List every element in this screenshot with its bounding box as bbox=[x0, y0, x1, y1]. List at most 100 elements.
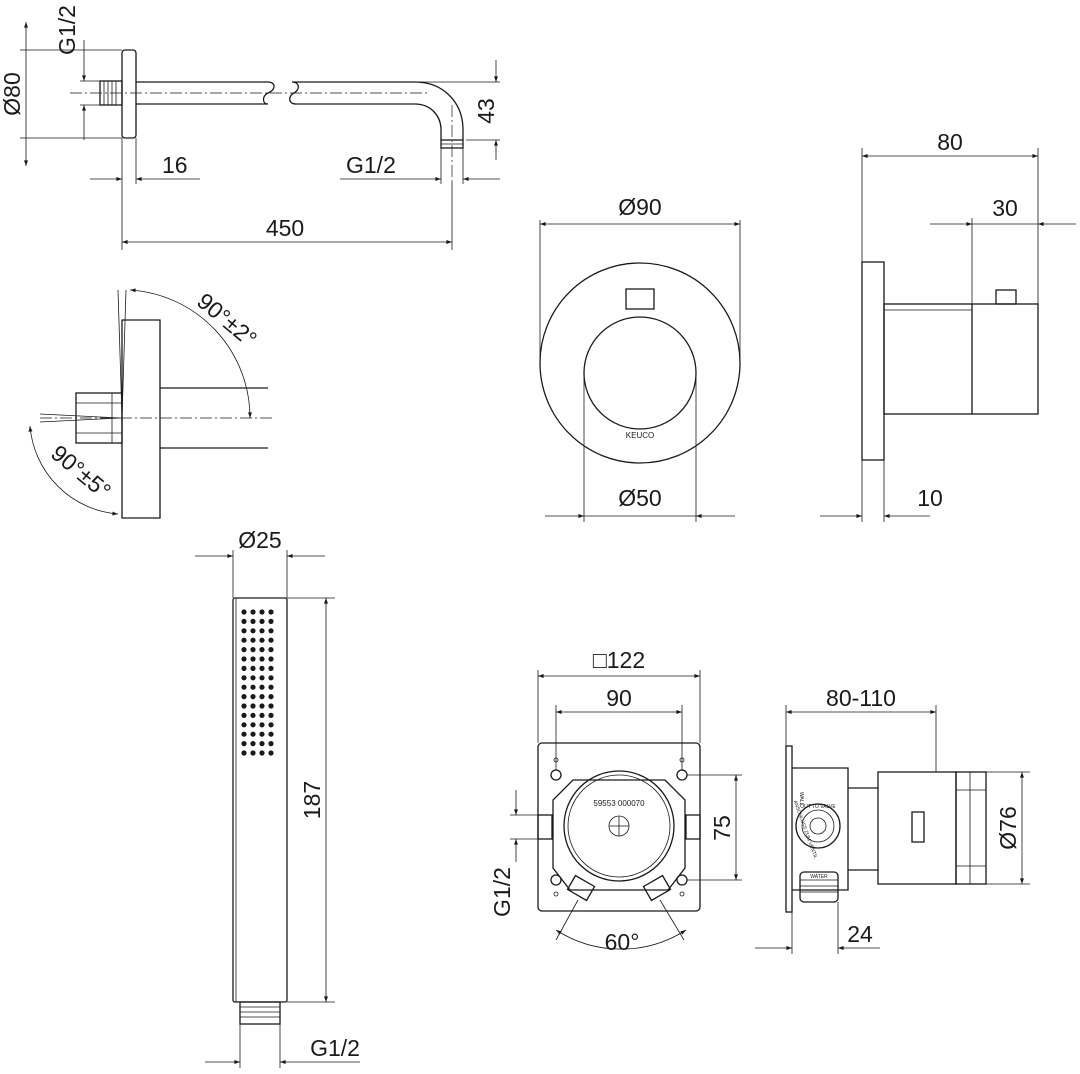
spray-nozzles bbox=[241, 609, 274, 756]
spray-nozzle bbox=[268, 750, 274, 756]
spray-nozzle bbox=[250, 665, 256, 672]
box-side-port bbox=[795, 803, 841, 849]
port-offset-label: 24 bbox=[847, 921, 873, 947]
spray-nozzle bbox=[259, 656, 265, 662]
mounting-box-front: 59553 000070 □122 90 75 bbox=[489, 647, 742, 955]
mount-hole-bl bbox=[550, 874, 562, 886]
spray-nozzle bbox=[241, 675, 247, 681]
spray-nozzle bbox=[241, 694, 247, 700]
side-lever bbox=[995, 289, 1017, 305]
wall-text-marking: WALL bbox=[798, 792, 804, 806]
spray-nozzle bbox=[259, 637, 265, 643]
spray-nozzle bbox=[241, 741, 247, 747]
spray-nozzle bbox=[241, 703, 247, 709]
spray-nozzle bbox=[241, 684, 247, 690]
pipe-thread-label: G1/2 bbox=[54, 5, 80, 55]
spray-nozzle bbox=[241, 618, 247, 625]
hand-thread-label: G1/2 bbox=[310, 1035, 360, 1061]
spray-nozzle bbox=[259, 618, 265, 625]
side-depth-label: 80 bbox=[937, 129, 963, 155]
spray-nozzle bbox=[259, 665, 265, 672]
spray-nozzle bbox=[250, 694, 256, 700]
hand-diameter-label: Ø25 bbox=[238, 527, 281, 553]
spray-nozzle bbox=[250, 656, 256, 662]
spray-nozzle bbox=[241, 647, 247, 653]
spray-nozzle bbox=[259, 712, 265, 719]
spray-nozzle bbox=[250, 712, 256, 719]
spray-nozzle bbox=[241, 712, 247, 719]
spray-nozzle bbox=[268, 712, 274, 719]
box-housing bbox=[552, 779, 686, 891]
part-number-marking: 59553 000070 bbox=[593, 799, 645, 808]
spray-nozzle bbox=[268, 694, 274, 700]
spray-nozzle bbox=[259, 750, 265, 756]
spray-nozzle bbox=[250, 647, 256, 653]
brand-marking: KEUCO bbox=[626, 431, 654, 440]
control-knob bbox=[583, 316, 697, 430]
spray-nozzle bbox=[268, 647, 274, 653]
spray-nozzle bbox=[241, 722, 247, 728]
spray-nozzle bbox=[259, 647, 265, 653]
spray-nozzle bbox=[259, 741, 265, 747]
angle-rosette bbox=[121, 319, 161, 519]
thermostat-side-view: 80 30 10 bbox=[820, 129, 1076, 522]
knob-diameter-label: Ø50 bbox=[618, 485, 661, 511]
spray-nozzle bbox=[250, 731, 256, 737]
arm-length-label: 450 bbox=[266, 215, 304, 241]
spray-nozzle bbox=[268, 618, 274, 625]
spray-nozzle bbox=[268, 637, 274, 643]
spray-nozzle bbox=[268, 628, 274, 634]
hand-length-label: 187 bbox=[299, 781, 325, 819]
arm-pipe bbox=[136, 81, 275, 105]
thermostat-front-view: KEUCO Ø90 Ø50 bbox=[539, 194, 741, 522]
spray-nozzle bbox=[259, 722, 265, 728]
spray-nozzle bbox=[241, 750, 247, 756]
side-body bbox=[883, 303, 1039, 415]
spray-nozzle bbox=[241, 656, 247, 662]
upper-angle-label: 90°±2° bbox=[192, 288, 262, 353]
hole-spacing-label: 90 bbox=[606, 685, 632, 711]
spray-nozzle bbox=[268, 703, 274, 709]
mount-hole-tl bbox=[550, 769, 562, 781]
side-plate bbox=[861, 261, 885, 461]
spray-nozzle bbox=[268, 722, 274, 728]
spray-nozzle bbox=[241, 665, 247, 672]
port-right bbox=[642, 874, 672, 902]
arm-angle-view: 90°±2° 90°±5° bbox=[28, 288, 275, 519]
hole-vertical-label: 75 bbox=[709, 815, 735, 841]
spray-nozzle bbox=[259, 675, 265, 681]
cover-diameter-label: Ø90 bbox=[618, 194, 661, 220]
port-left bbox=[566, 874, 596, 902]
box-side-nipple bbox=[799, 871, 839, 903]
knob-depth-label: 30 bbox=[992, 195, 1018, 221]
flange-depth-label: 16 bbox=[162, 152, 188, 178]
install-depth-label: 80-110 bbox=[826, 685, 896, 711]
arm-height-label: 43 bbox=[473, 98, 499, 124]
hand-shower-thread bbox=[239, 1001, 281, 1025]
mount-hole-tr bbox=[676, 769, 688, 781]
spray-nozzle bbox=[268, 609, 274, 615]
mount-hole-br bbox=[676, 874, 688, 886]
spray-nozzle bbox=[259, 703, 265, 709]
box-thread-label: G1/2 bbox=[489, 867, 515, 917]
spray-nozzle bbox=[250, 684, 256, 690]
rosette-diameter-label: Ø80 bbox=[0, 72, 25, 115]
box-side-cap bbox=[955, 771, 987, 885]
wall-rosette bbox=[121, 49, 137, 139]
nozzle-thread-label: G1/2 bbox=[346, 152, 396, 178]
spray-nozzle bbox=[241, 731, 247, 737]
spray-nozzle bbox=[259, 628, 265, 634]
spray-nozzle bbox=[268, 675, 274, 681]
box-side-plate bbox=[785, 745, 793, 913]
spray-nozzle bbox=[250, 722, 256, 728]
spray-nozzle bbox=[250, 750, 256, 756]
knob-lever bbox=[625, 288, 655, 310]
port-angle-label: 60° bbox=[605, 929, 640, 955]
valve-text-marking: OUT TO VALVE bbox=[800, 804, 836, 810]
mounting-box-side: OUT TO VALVE ANSCHLUSS ZUM VENTIL WATER … bbox=[755, 685, 1030, 954]
hand-shower-view: Ø25 187 G1/2 bbox=[195, 527, 360, 1068]
spray-nozzle bbox=[250, 637, 256, 643]
box-body-circle bbox=[563, 770, 675, 882]
box-square-label: □122 bbox=[593, 647, 645, 673]
